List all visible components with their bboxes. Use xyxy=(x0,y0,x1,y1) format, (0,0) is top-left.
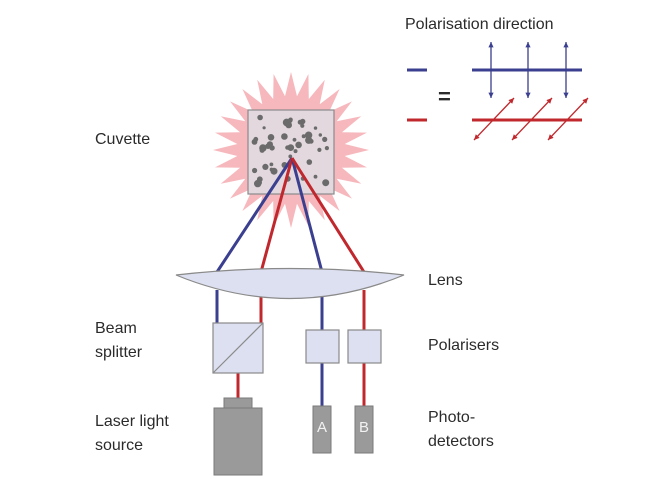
particle xyxy=(259,147,265,153)
photodetector-a-label: A xyxy=(316,419,327,436)
particle xyxy=(293,149,298,154)
polariser-b xyxy=(347,329,382,364)
polarisation-arrow-diagonal-head xyxy=(512,134,518,140)
particle xyxy=(285,121,293,129)
polarisation-arrow-diagonal-head xyxy=(582,98,588,104)
particle xyxy=(252,167,258,174)
particle xyxy=(301,134,306,139)
particle xyxy=(257,114,263,121)
particle xyxy=(322,136,328,142)
particle xyxy=(322,179,330,187)
legend-diagonal-arrows xyxy=(473,97,589,141)
laser-label-line1: Laser light xyxy=(95,413,169,430)
polarisation-arrow-diagonal-head xyxy=(546,98,552,104)
laser-label-line2: source xyxy=(95,437,144,454)
photodetector-b-label: B xyxy=(358,419,369,436)
particle xyxy=(292,137,297,142)
particle xyxy=(285,145,290,150)
photodetector-a xyxy=(312,405,332,454)
polarisation-arrow-diagonal-head xyxy=(474,134,480,140)
blue-beam-right-upper xyxy=(290,157,324,273)
polarisation-arrow-vertical-head xyxy=(488,92,494,98)
legend-equals: = xyxy=(438,84,451,109)
particle xyxy=(304,131,313,139)
particle xyxy=(305,136,313,144)
photodetectors-label-line2: detectors xyxy=(428,433,494,450)
legend-vertical-arrows xyxy=(488,42,569,98)
blue-beam-left-upper xyxy=(215,157,294,273)
polarisation-arrow-vertical-head xyxy=(488,42,494,48)
red-beam-left-upper xyxy=(259,157,294,273)
particle xyxy=(262,163,269,170)
polarisation-arrow-vertical-head xyxy=(563,92,569,98)
particle xyxy=(281,133,288,140)
beam-splitter-mirror xyxy=(212,322,264,374)
polarisation-arrow-vertical-head xyxy=(525,92,531,98)
particle xyxy=(287,118,293,123)
particle xyxy=(257,180,262,185)
particle xyxy=(287,144,295,152)
polarisation-arrow-vertical-head xyxy=(563,42,569,48)
polarisation-arrow-diagonal xyxy=(473,97,515,141)
particle xyxy=(297,119,303,125)
laser-body xyxy=(213,407,263,476)
polarisation-arrow-diagonal xyxy=(511,97,553,141)
particle xyxy=(262,126,266,130)
particle xyxy=(317,147,322,152)
legend-title: Polarisation direction xyxy=(405,16,554,33)
particle xyxy=(313,126,318,130)
beam-splitter-label-line2: splitter xyxy=(95,344,143,361)
lens-label: Lens xyxy=(428,272,463,289)
lens xyxy=(175,267,405,300)
particle xyxy=(295,141,302,149)
laser-cap xyxy=(223,397,253,409)
particle xyxy=(306,159,313,165)
beam-splitter-label-line1: Beam xyxy=(95,320,137,337)
polarisation-arrow-vertical-head xyxy=(525,42,531,48)
particle xyxy=(267,134,275,141)
photodetectors-label-line1: Photo- xyxy=(428,409,476,426)
polarisation-arrow-diagonal xyxy=(547,97,589,141)
polarisation-arrow-diagonal-head xyxy=(508,98,514,104)
particle xyxy=(313,174,318,179)
particle xyxy=(270,167,278,175)
particle xyxy=(251,139,258,145)
particle xyxy=(266,141,273,148)
polarisation-arrow-diagonal-head xyxy=(548,134,554,140)
cuvette-label: Cuvette xyxy=(95,131,151,148)
particle xyxy=(324,146,329,151)
photodetector-b xyxy=(354,405,374,454)
particle xyxy=(288,154,293,159)
particle xyxy=(318,133,322,137)
polariser-a xyxy=(305,329,340,364)
particle xyxy=(269,162,274,167)
particle xyxy=(300,123,305,128)
polarisers-label: Polarisers xyxy=(428,337,500,354)
red-beam-right-upper xyxy=(290,157,366,273)
